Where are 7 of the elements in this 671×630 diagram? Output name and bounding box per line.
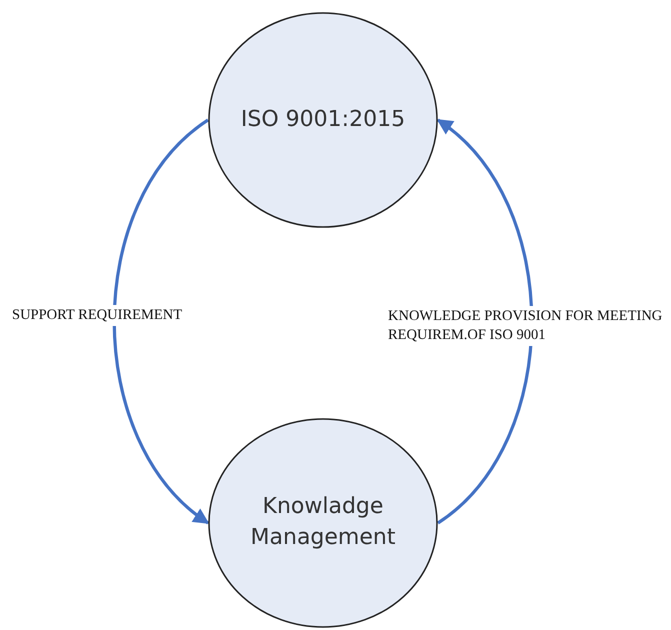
circle-node: [208, 418, 438, 628]
curved-arrow: [112, 118, 210, 524]
curved-arrow: [436, 118, 534, 524]
node-label: Knowladge Management: [250, 493, 396, 552]
circle-node: [208, 12, 438, 228]
edge-label: SUPPORT REQUIREMENT: [10, 305, 184, 326]
node-label: ISO 9001:2015: [240, 106, 406, 134]
